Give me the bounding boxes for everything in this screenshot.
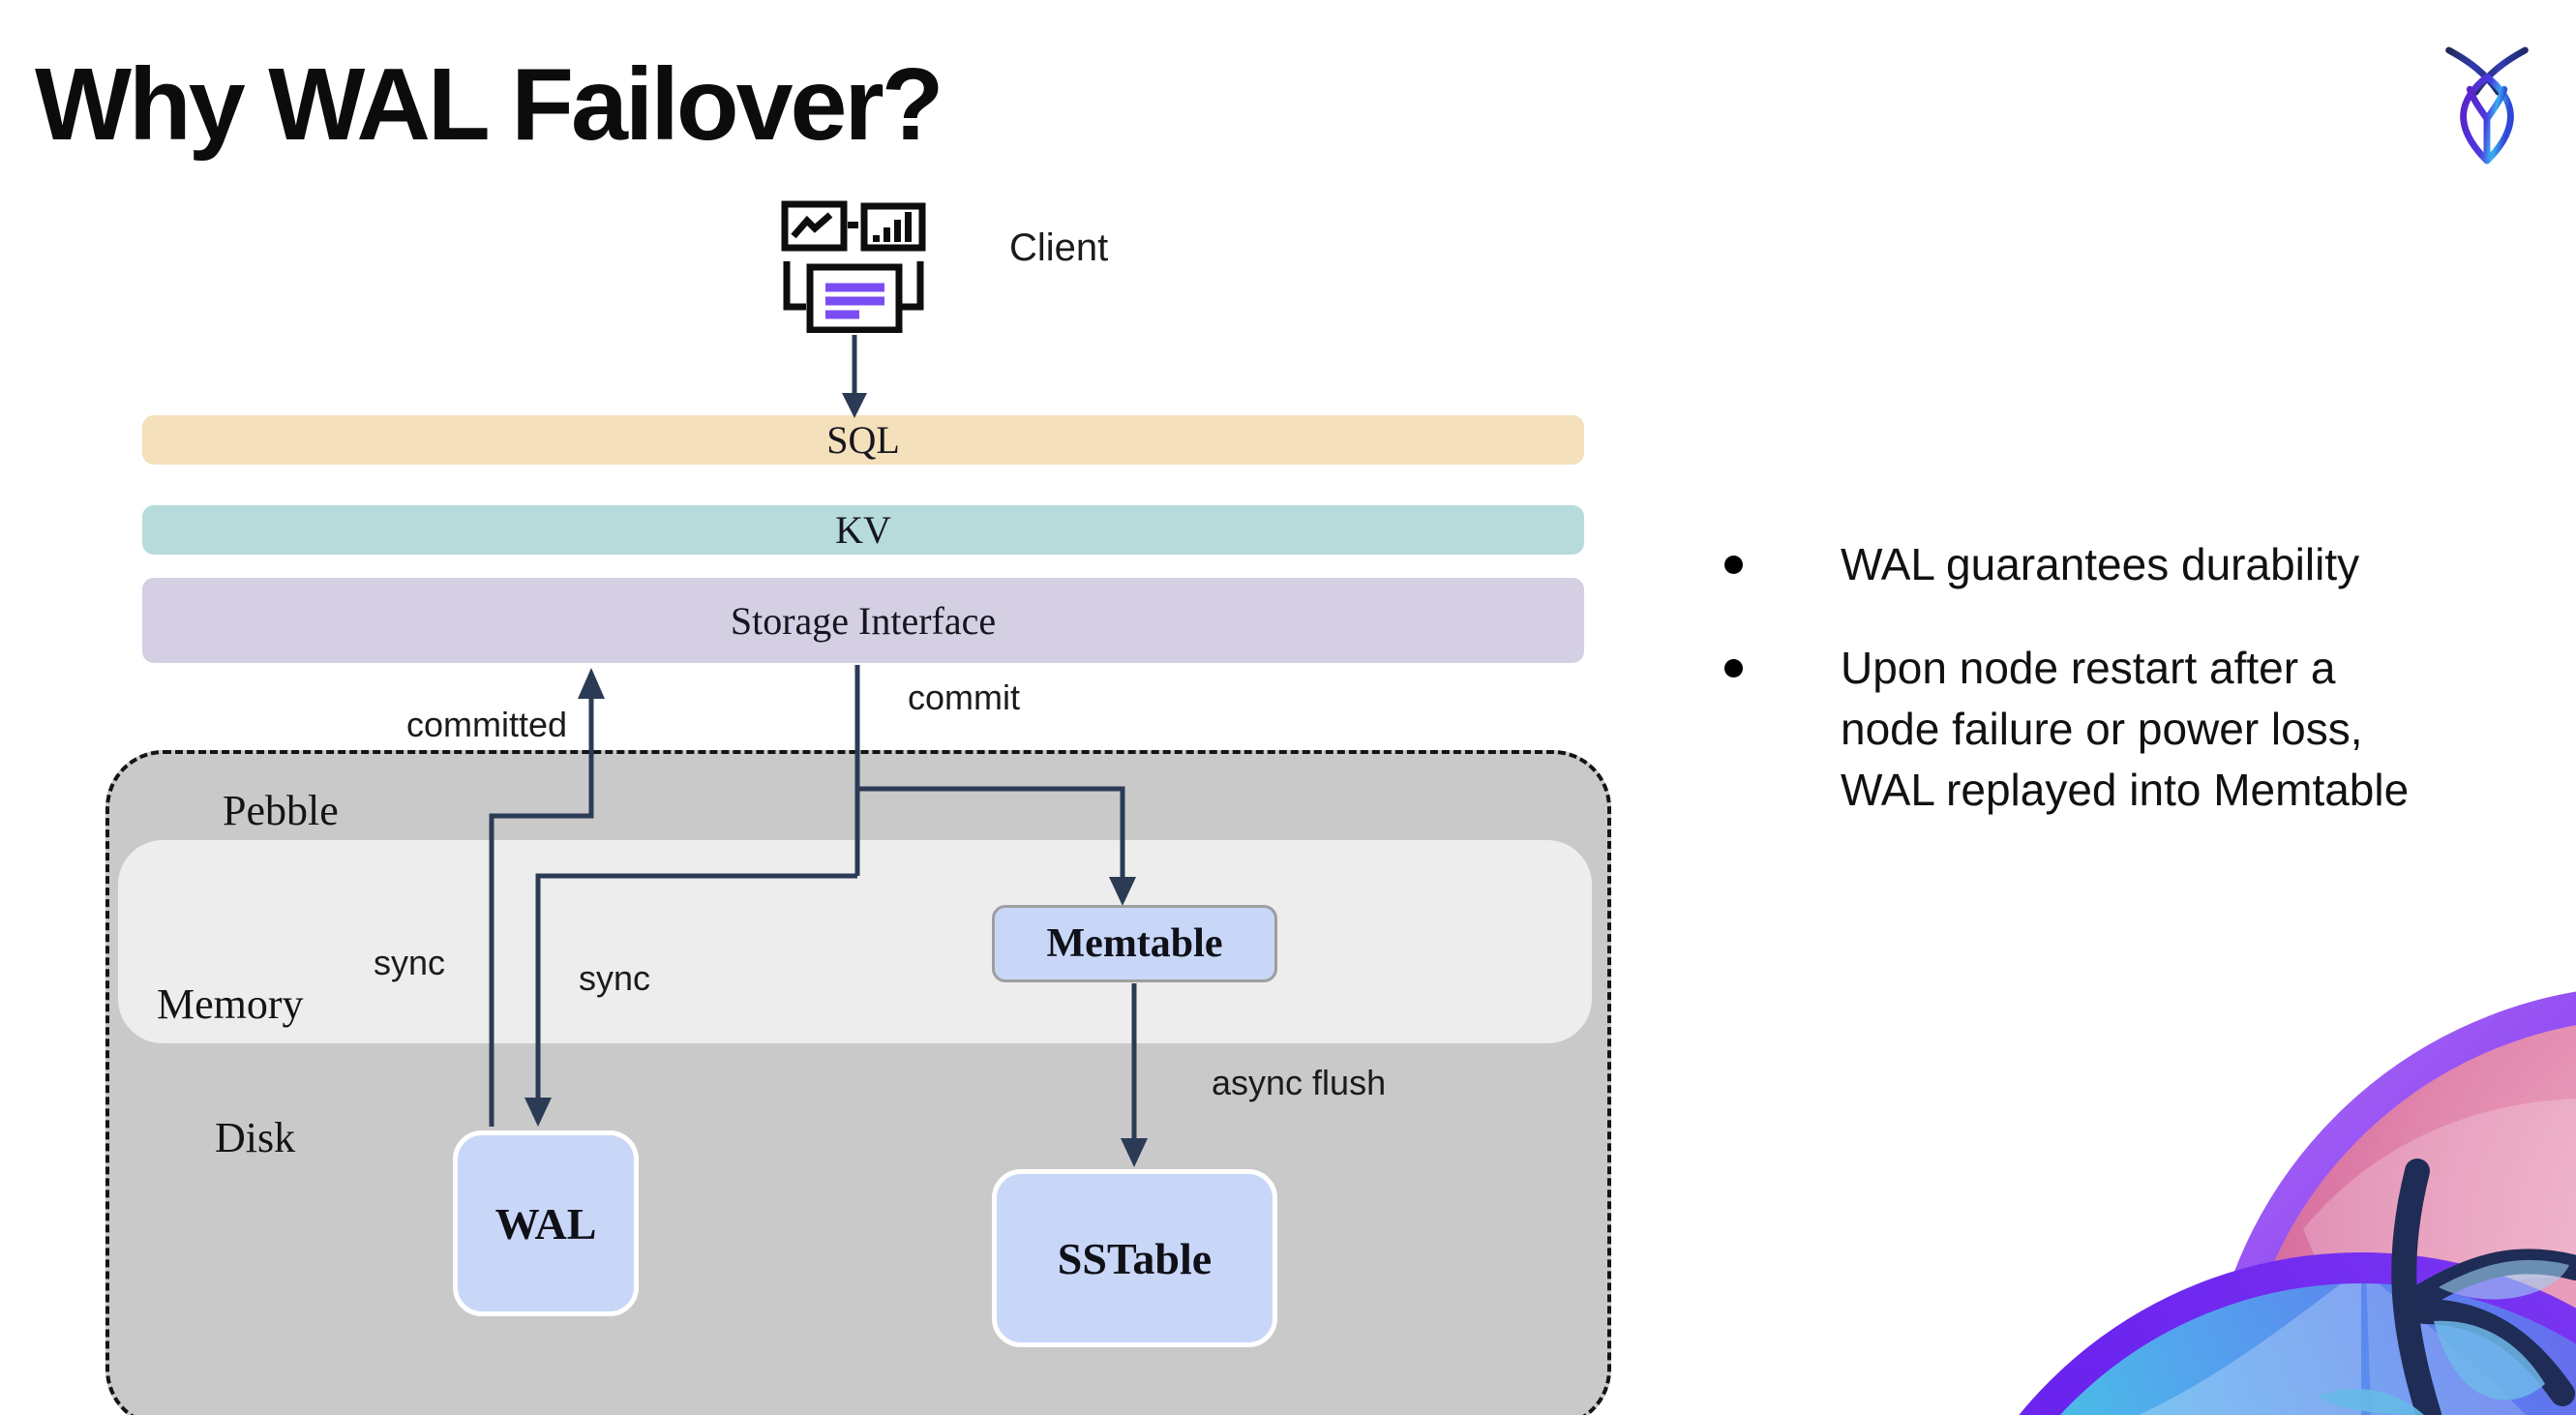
- layer-storage-interface: Storage Interface: [142, 578, 1584, 663]
- line-chart-glyph: [791, 212, 833, 239]
- bullet-durability: WAL guarantees durability: [1711, 534, 2576, 595]
- bullet-list: WAL guarantees durability Upon node rest…: [1711, 534, 2576, 863]
- disk-label: Disk: [215, 1114, 296, 1161]
- cockroachdb-logo-icon: [2445, 46, 2529, 165]
- bracket-glyphs: [783, 261, 924, 311]
- dash-glyph: [848, 222, 858, 228]
- client-label: Client: [1009, 226, 1109, 269]
- sstable-label: SSTable: [1057, 1233, 1213, 1283]
- edge-label-sync-up: sync: [374, 943, 446, 982]
- memtable-node: Memtable: [992, 905, 1277, 982]
- page-title: Why WAL Failover?: [35, 47, 944, 162]
- layer-kv: KV: [142, 505, 1584, 555]
- bar-chart-glyph: [873, 212, 912, 242]
- document-text-lines: [825, 283, 884, 319]
- sstable-node: SSTable: [992, 1169, 1277, 1347]
- edge-label-commit: commit: [908, 677, 1020, 717]
- memory-label: Memory: [157, 980, 304, 1028]
- brand-artwork: [1984, 978, 2576, 1415]
- client-workstation-icon: [781, 200, 926, 333]
- memory-band: [118, 840, 1592, 1043]
- cockroachdb-spheres-illustration: [2019, 991, 2576, 1415]
- edge-label-async-flush: async flush: [1212, 1063, 1387, 1102]
- wal-node: WAL: [453, 1130, 639, 1316]
- bullet-replay: Upon node restart after a node failure o…: [1711, 638, 2576, 821]
- layer-sql: SQL: [142, 415, 1584, 465]
- layer-storage-label: Storage Interface: [730, 598, 997, 643]
- pebble-label: Pebble: [223, 787, 339, 834]
- layer-sql-label: SQL: [826, 418, 900, 462]
- memtable-label: Memtable: [1046, 921, 1223, 966]
- wal-label: WAL: [494, 1198, 597, 1249]
- layer-kv-label: KV: [835, 508, 891, 552]
- edge-label-committed: committed: [406, 705, 568, 744]
- edge-label-sync-down: sync: [579, 958, 651, 998]
